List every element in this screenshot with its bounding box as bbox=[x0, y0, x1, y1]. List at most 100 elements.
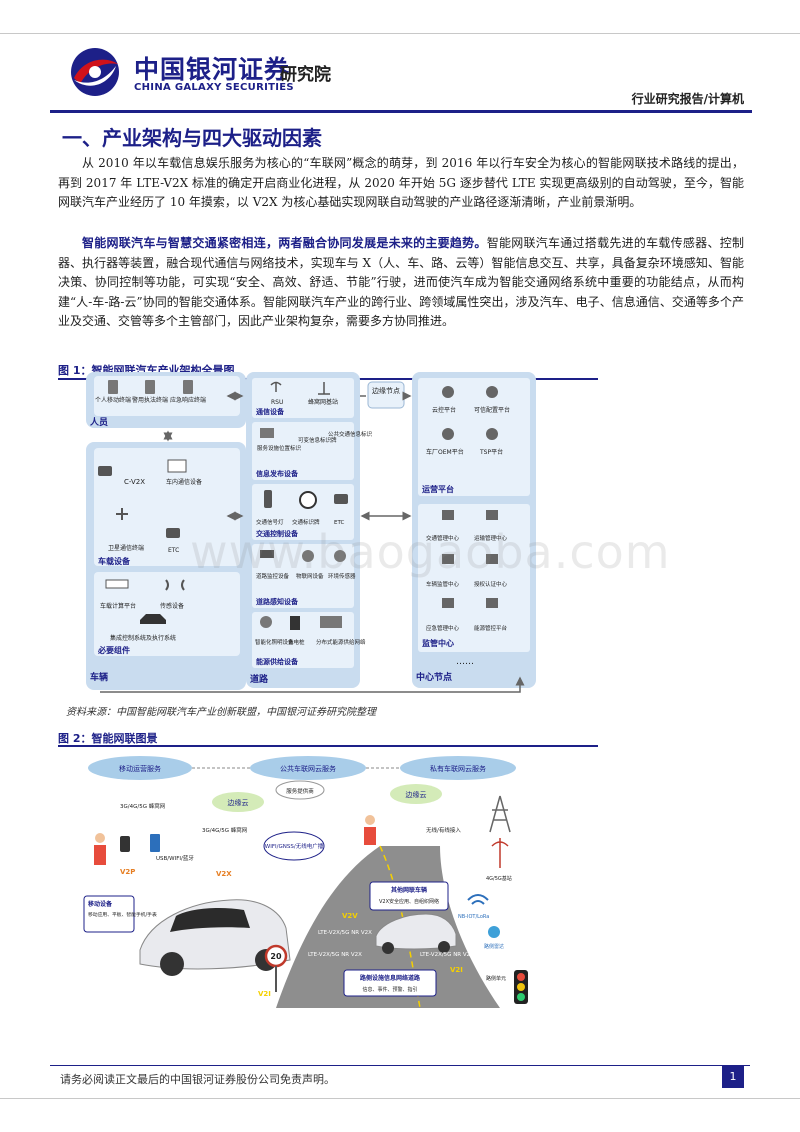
phone-icon bbox=[108, 380, 118, 394]
road-info-inner bbox=[252, 422, 354, 480]
center-title: 中心节点 bbox=[416, 671, 452, 683]
figure-2-caption: 图 2：智能网联图景 bbox=[58, 732, 158, 745]
transport-mgmt-icon bbox=[486, 510, 498, 520]
environment-sensor-icon bbox=[334, 550, 346, 562]
roadside-box-title: 路侧设施信息网络道路 bbox=[360, 974, 421, 982]
road-info-item-1: 服务设施位置标识 bbox=[257, 444, 302, 452]
broadcast-cloud bbox=[263, 831, 325, 861]
person-item-1: 个人移动终端 bbox=[95, 396, 131, 404]
logo-institute: 研究院 bbox=[280, 65, 331, 85]
usb-label: USB/WIFI/蓝牙 bbox=[156, 854, 194, 862]
reg-title: 监管中心 bbox=[422, 638, 454, 648]
road-sense-title: 道路感知设备 bbox=[256, 597, 299, 606]
road-sense-item-1: 道路监控设备 bbox=[256, 572, 290, 580]
base-station-label: 4G/5G基站 bbox=[486, 875, 512, 882]
ops-item-4: TSP平台 bbox=[479, 448, 503, 456]
cloud-public-service: 公共车联网云服务 bbox=[250, 756, 366, 780]
road-sense-inner bbox=[252, 544, 354, 608]
person-police-terminal: 警用执法终端 bbox=[132, 380, 168, 404]
cloud-private-service: 私有车联网云服务 bbox=[400, 756, 516, 780]
edge-cloud-1 bbox=[212, 792, 264, 812]
oem-platform-icon bbox=[442, 428, 454, 440]
radar-label: 路侧雷达 bbox=[484, 943, 504, 950]
onboard-inner bbox=[94, 448, 240, 566]
cloud-label-3: 私有车联网云服务 bbox=[430, 764, 486, 773]
required-item-3: 集成控制系统及执行系统 bbox=[110, 634, 176, 642]
tsp-platform-icon bbox=[486, 428, 498, 440]
pedestrian-2-body-icon bbox=[364, 827, 376, 845]
traffic-light-icon bbox=[264, 490, 272, 508]
road-energy-item-1: 智能化照明设备 bbox=[255, 638, 294, 646]
arrow-vehicle-center bbox=[100, 676, 525, 693]
report-type: 行业研究报告/计算机 bbox=[631, 92, 744, 106]
person-item-2: 警用执法终端 bbox=[132, 396, 168, 404]
person-emergency-terminal: 应急响应终端 bbox=[170, 380, 206, 404]
paragraph-2-lead: 智能网联汽车与智慧交通紧密相连，两者融合协同发展是未来的主要趋势。 bbox=[82, 236, 487, 250]
logo-company-name: 中国银河证券 bbox=[134, 55, 291, 84]
road-traffic-title: 交通控制设备 bbox=[256, 529, 299, 538]
cellular-label-2: 3G/4G/5G 蜂窝网 bbox=[202, 826, 248, 834]
road-sense-item-3: 环境传感器 bbox=[328, 572, 356, 580]
required-inner bbox=[94, 572, 240, 656]
reg-inner bbox=[418, 504, 530, 652]
bottom-border bbox=[0, 1098, 800, 1099]
reg-item-5: 应急管理中心 bbox=[426, 624, 460, 632]
ops-inner bbox=[418, 378, 530, 496]
top-border bbox=[0, 33, 800, 34]
speed-sign-icon bbox=[299, 491, 317, 509]
wireless-icon bbox=[467, 894, 489, 905]
mobile-box-title: 移动设备 bbox=[88, 900, 113, 908]
v2i-label-left: V2I bbox=[258, 990, 271, 998]
header-rule bbox=[50, 110, 752, 113]
satellite-icon bbox=[116, 508, 128, 520]
onboard-title: 车载设备 bbox=[98, 556, 131, 566]
onboard-item-4: ETC bbox=[168, 547, 179, 554]
roadside-unit-label: 路侧单元 bbox=[486, 975, 506, 982]
center-more: …… bbox=[456, 657, 474, 667]
sensor-icon bbox=[165, 579, 185, 591]
traffic-light-green bbox=[517, 993, 525, 1001]
energy-control-icon bbox=[486, 598, 498, 608]
road-info-item-2: 可变信息标识牌 bbox=[298, 436, 337, 444]
paragraph-1: 从 2010 年以车载信息娱乐服务为核心的“车联网”概念的萌芽，到 2016 年… bbox=[58, 156, 744, 210]
person-title: 人员 bbox=[89, 416, 108, 428]
road-comm-inner bbox=[252, 378, 354, 418]
trusted-config-icon bbox=[486, 386, 498, 398]
tablet-icon bbox=[150, 834, 160, 852]
road-energy-item-3: 分布式能源供给网络 bbox=[316, 638, 366, 646]
road-sense-item-2: 物联网设备 bbox=[296, 572, 324, 580]
road-traffic-item-3: ETC bbox=[334, 520, 345, 526]
police-device-icon bbox=[145, 380, 155, 394]
v2p-label: V2P bbox=[120, 868, 135, 876]
road-traffic-item-2: 交通标识牌 bbox=[292, 518, 320, 526]
car-icon bbox=[140, 614, 166, 624]
lighting-icon bbox=[260, 616, 272, 628]
emergency-device-icon bbox=[183, 380, 193, 394]
edge-node-label: 边缘节点 bbox=[372, 386, 400, 395]
ops-items: 云控平台 可信配置平台 车厂OEM平台 TSP平台 bbox=[426, 386, 510, 456]
reg-item-6: 能源管控平台 bbox=[474, 624, 508, 632]
required-item-2: 传感设备 bbox=[160, 602, 184, 610]
road-energy-item-2: 充电桩 bbox=[288, 638, 305, 646]
logo-english-name: CHINA GALAXY SECURITIES bbox=[134, 82, 294, 93]
pedestrian-2-head-icon bbox=[365, 815, 375, 825]
power-tower-icon bbox=[489, 795, 511, 833]
onboard-item-1: C-V2X bbox=[124, 478, 145, 486]
info-sign-icon bbox=[260, 428, 274, 438]
mobile-device-box bbox=[83, 895, 135, 933]
base-station-icon bbox=[318, 382, 330, 395]
grid-icon bbox=[320, 616, 342, 628]
smartphone-icon bbox=[120, 836, 130, 852]
lte-label-2: LTE-V2X/5G NR V2X bbox=[308, 952, 362, 958]
company-logo: 中国银河证券 研究院 CHINA GALAXY SECURITIES bbox=[52, 44, 362, 104]
page-number: 1 bbox=[722, 1066, 744, 1088]
reg-item-2: 运输管理中心 bbox=[474, 534, 508, 542]
edge-cloud-label-2: 边缘云 bbox=[406, 790, 427, 799]
road-comm-item-2: 蜂窝网基站 bbox=[308, 398, 338, 406]
road-traffic-item-1: 交通信号灯 bbox=[256, 518, 284, 526]
charger-icon bbox=[290, 616, 300, 630]
required-title: 必要组件 bbox=[97, 645, 130, 655]
nbiot-label: NB-IOT/LoRa bbox=[458, 914, 489, 920]
vehicle-supervision-icon bbox=[442, 554, 454, 564]
edge-cloud-label-1: 边缘云 bbox=[228, 798, 249, 807]
